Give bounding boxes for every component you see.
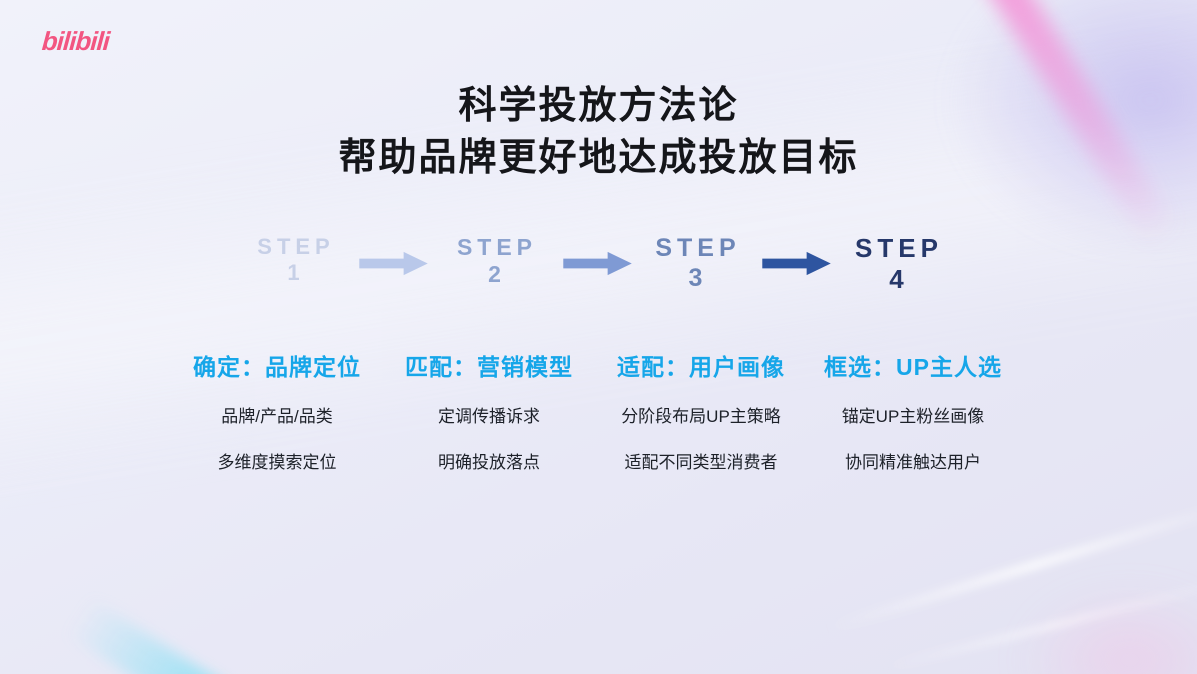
column-2-line-1: 定调传播诉求 (438, 407, 540, 426)
background-cyan-streak (66, 597, 258, 674)
step-columns: 确定：品牌定位 品牌/产品/品类 多维度摸索定位 匹配：营销模型 定调传播诉求 … (173, 352, 1017, 498)
column-up-selection: 框选：UP主人选 锚定UP主粉丝画像 协同精准触达用户 (809, 352, 1017, 498)
column-marketing-model: 匹配：营销模型 定调传播诉求 明确投放落点 (385, 352, 593, 498)
column-brand-positioning: 确定：品牌定位 品牌/产品/品类 多维度摸索定位 (173, 352, 381, 498)
column-1-line-2: 多维度摸索定位 (217, 453, 337, 472)
column-4-line-2: 协同精准触达用户 (845, 453, 981, 472)
slide-title: 科学投放方法论 帮助品牌更好地达成投放目标 (0, 80, 1197, 184)
steps-row: STEP 1 STEP 2 STEP 3 STEP 4 (193, 233, 997, 308)
step-1-number: 1 (287, 260, 300, 286)
bilibili-logo: bilibili (40, 26, 111, 56)
step-2-number: 2 (488, 261, 501, 288)
column-4-header: 框选：UP主人选 (824, 354, 1002, 380)
title-line-2: 帮助品牌更好地达成投放目标 (338, 137, 859, 179)
column-1-header: 确定：品牌定位 (193, 354, 361, 380)
column-2-header: 匹配：营销模型 (405, 354, 573, 380)
column-1-line-1: 品牌/产品/品类 (221, 407, 333, 426)
background-white-streak (884, 576, 1197, 672)
step-3: STEP 3 (595, 234, 796, 308)
step-1: STEP 1 (193, 234, 394, 308)
step-3-number: 3 (688, 263, 703, 292)
column-3-header: 适配：用户画像 (617, 354, 785, 380)
title-line-1: 科学投放方法论 (458, 85, 739, 127)
column-4-line-1: 锚定UP主粉丝画像 (841, 407, 985, 426)
background-pink-glow (980, 560, 1197, 674)
background-white-streak (827, 497, 1197, 633)
column-2-line-2: 明确投放落点 (438, 453, 540, 472)
step-3-label: STEP (655, 234, 741, 262)
arrow-right-icon (762, 251, 831, 276)
step-1-label: STEP (257, 234, 335, 259)
column-3-line-1: 分阶段布局UP主策略 (621, 407, 781, 426)
step-2-label: STEP (456, 234, 538, 260)
step-2: STEP 2 (394, 234, 595, 308)
arrow-right-icon (359, 251, 428, 276)
step-4: STEP 4 (796, 233, 997, 308)
arrow-right-icon (563, 251, 632, 276)
column-3-line-2: 适配不同类型消费者 (624, 453, 778, 472)
step-4-label: STEP (855, 233, 943, 263)
column-user-persona: 适配：用户画像 分阶段布局UP主策略 适配不同类型消费者 (597, 352, 805, 498)
step-4-number: 4 (889, 263, 904, 294)
